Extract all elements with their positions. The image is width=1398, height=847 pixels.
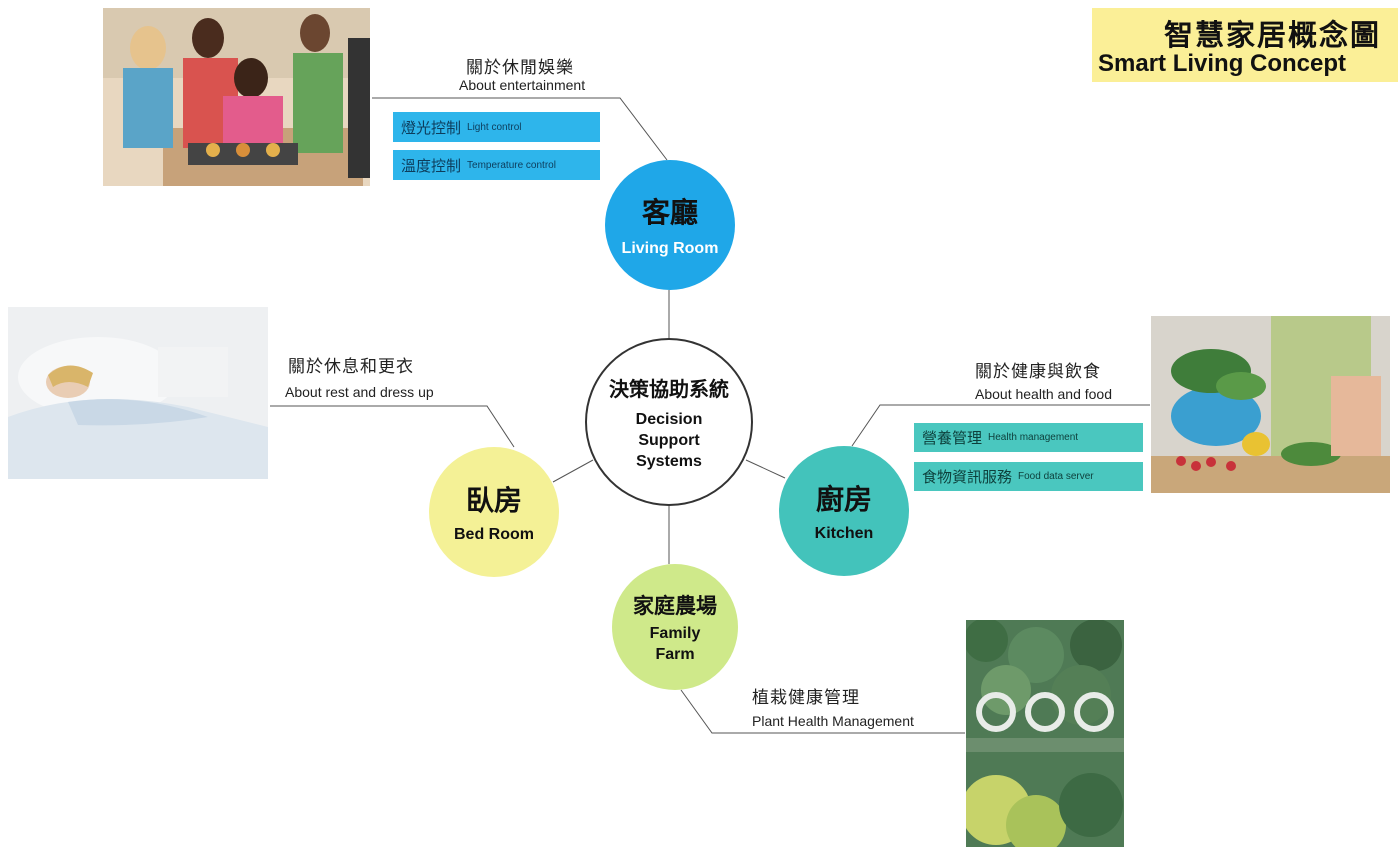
bed-room-label-english: Bed Room [454, 526, 534, 544]
living-room-node: 客廳 Living Room [605, 160, 735, 290]
title-chinese: 智慧家居概念圖 [1164, 18, 1382, 52]
family-farm-topic-chinese: 植栽健康管理 [752, 688, 860, 708]
temperature-control-feature: 溫度控制 Temperature control [393, 150, 600, 180]
line-living-topic [372, 97, 668, 161]
food-data-server-feature: 食物資訊服務 Food data server [914, 462, 1143, 491]
bed-room-photo [8, 307, 268, 479]
temperature-control-english: Temperature control [467, 159, 556, 171]
center-label-english-line-3: Systems [636, 453, 702, 471]
decision-support-systems-node: 決策協助系統 Decision Support Systems [585, 338, 753, 506]
living-room-label-chinese: 客廳 [641, 196, 698, 230]
bed-room-topic-chinese: 關於休息和更衣 [288, 357, 414, 377]
health-management-english: Health management [988, 432, 1079, 443]
kitchen-label-chinese: 廚房 [815, 483, 872, 517]
kitchen-topic-english: About health and food [975, 386, 1113, 402]
center-label-english-line-2: Support [638, 431, 700, 449]
family-farm-node: 家庭農場 Family Farm [612, 564, 738, 690]
family-farm-topic-english: Plant Health Management [752, 713, 914, 729]
living-room-topic-english: About entertainment [459, 77, 586, 93]
title-english: Smart Living Concept [1098, 50, 1347, 77]
bed-room-node: 臥房 Bed Room [429, 447, 559, 577]
food-data-server-chinese: 食物資訊服務 [922, 468, 1013, 486]
family-farm-photo [966, 620, 1124, 847]
family-farm-label-chinese: 家庭農場 [633, 593, 717, 618]
kitchen-topic-chinese: 關於健康與飲食 [975, 362, 1101, 382]
living-room-topic-chinese: 關於休閒娛樂 [466, 58, 574, 78]
kitchen-label-english: Kitchen [814, 525, 874, 543]
title-box: 智慧家居概念圖 Smart Living Concept [1092, 8, 1398, 82]
line-farm-topic [680, 689, 965, 734]
family-farm-label-english-line-2: Farm [655, 646, 695, 663]
bed-room-label-chinese: 臥房 [465, 484, 522, 518]
line-kitchen-topic [851, 404, 1150, 447]
kitchen-node: 廚房 Kitchen [779, 446, 909, 576]
light-control-feature: 燈光控制 Light control [393, 112, 600, 142]
living-room-label-english: Living Room [621, 240, 719, 258]
kitchen-photo [1151, 316, 1390, 493]
light-control-english: Light control [467, 121, 522, 133]
family-farm-label-english-line-1: Family [649, 624, 701, 642]
line-bed-topic [270, 405, 515, 448]
bed-room-topic-english: About rest and dress up [285, 384, 434, 400]
health-management-chinese: 營養管理 [922, 429, 983, 447]
line-center-kitchen [745, 459, 786, 479]
living-room-photo [103, 8, 370, 186]
food-data-server-english: Food data server [1018, 471, 1094, 482]
light-control-chinese: 燈光控制 [401, 118, 462, 137]
health-management-feature: 營養管理 Health management [914, 423, 1143, 452]
temperature-control-chinese: 溫度控制 [401, 156, 462, 175]
line-center-bed [552, 459, 594, 483]
center-label-english-line-1: Decision [635, 410, 703, 428]
center-label-chinese: 決策協助系統 [609, 376, 729, 401]
